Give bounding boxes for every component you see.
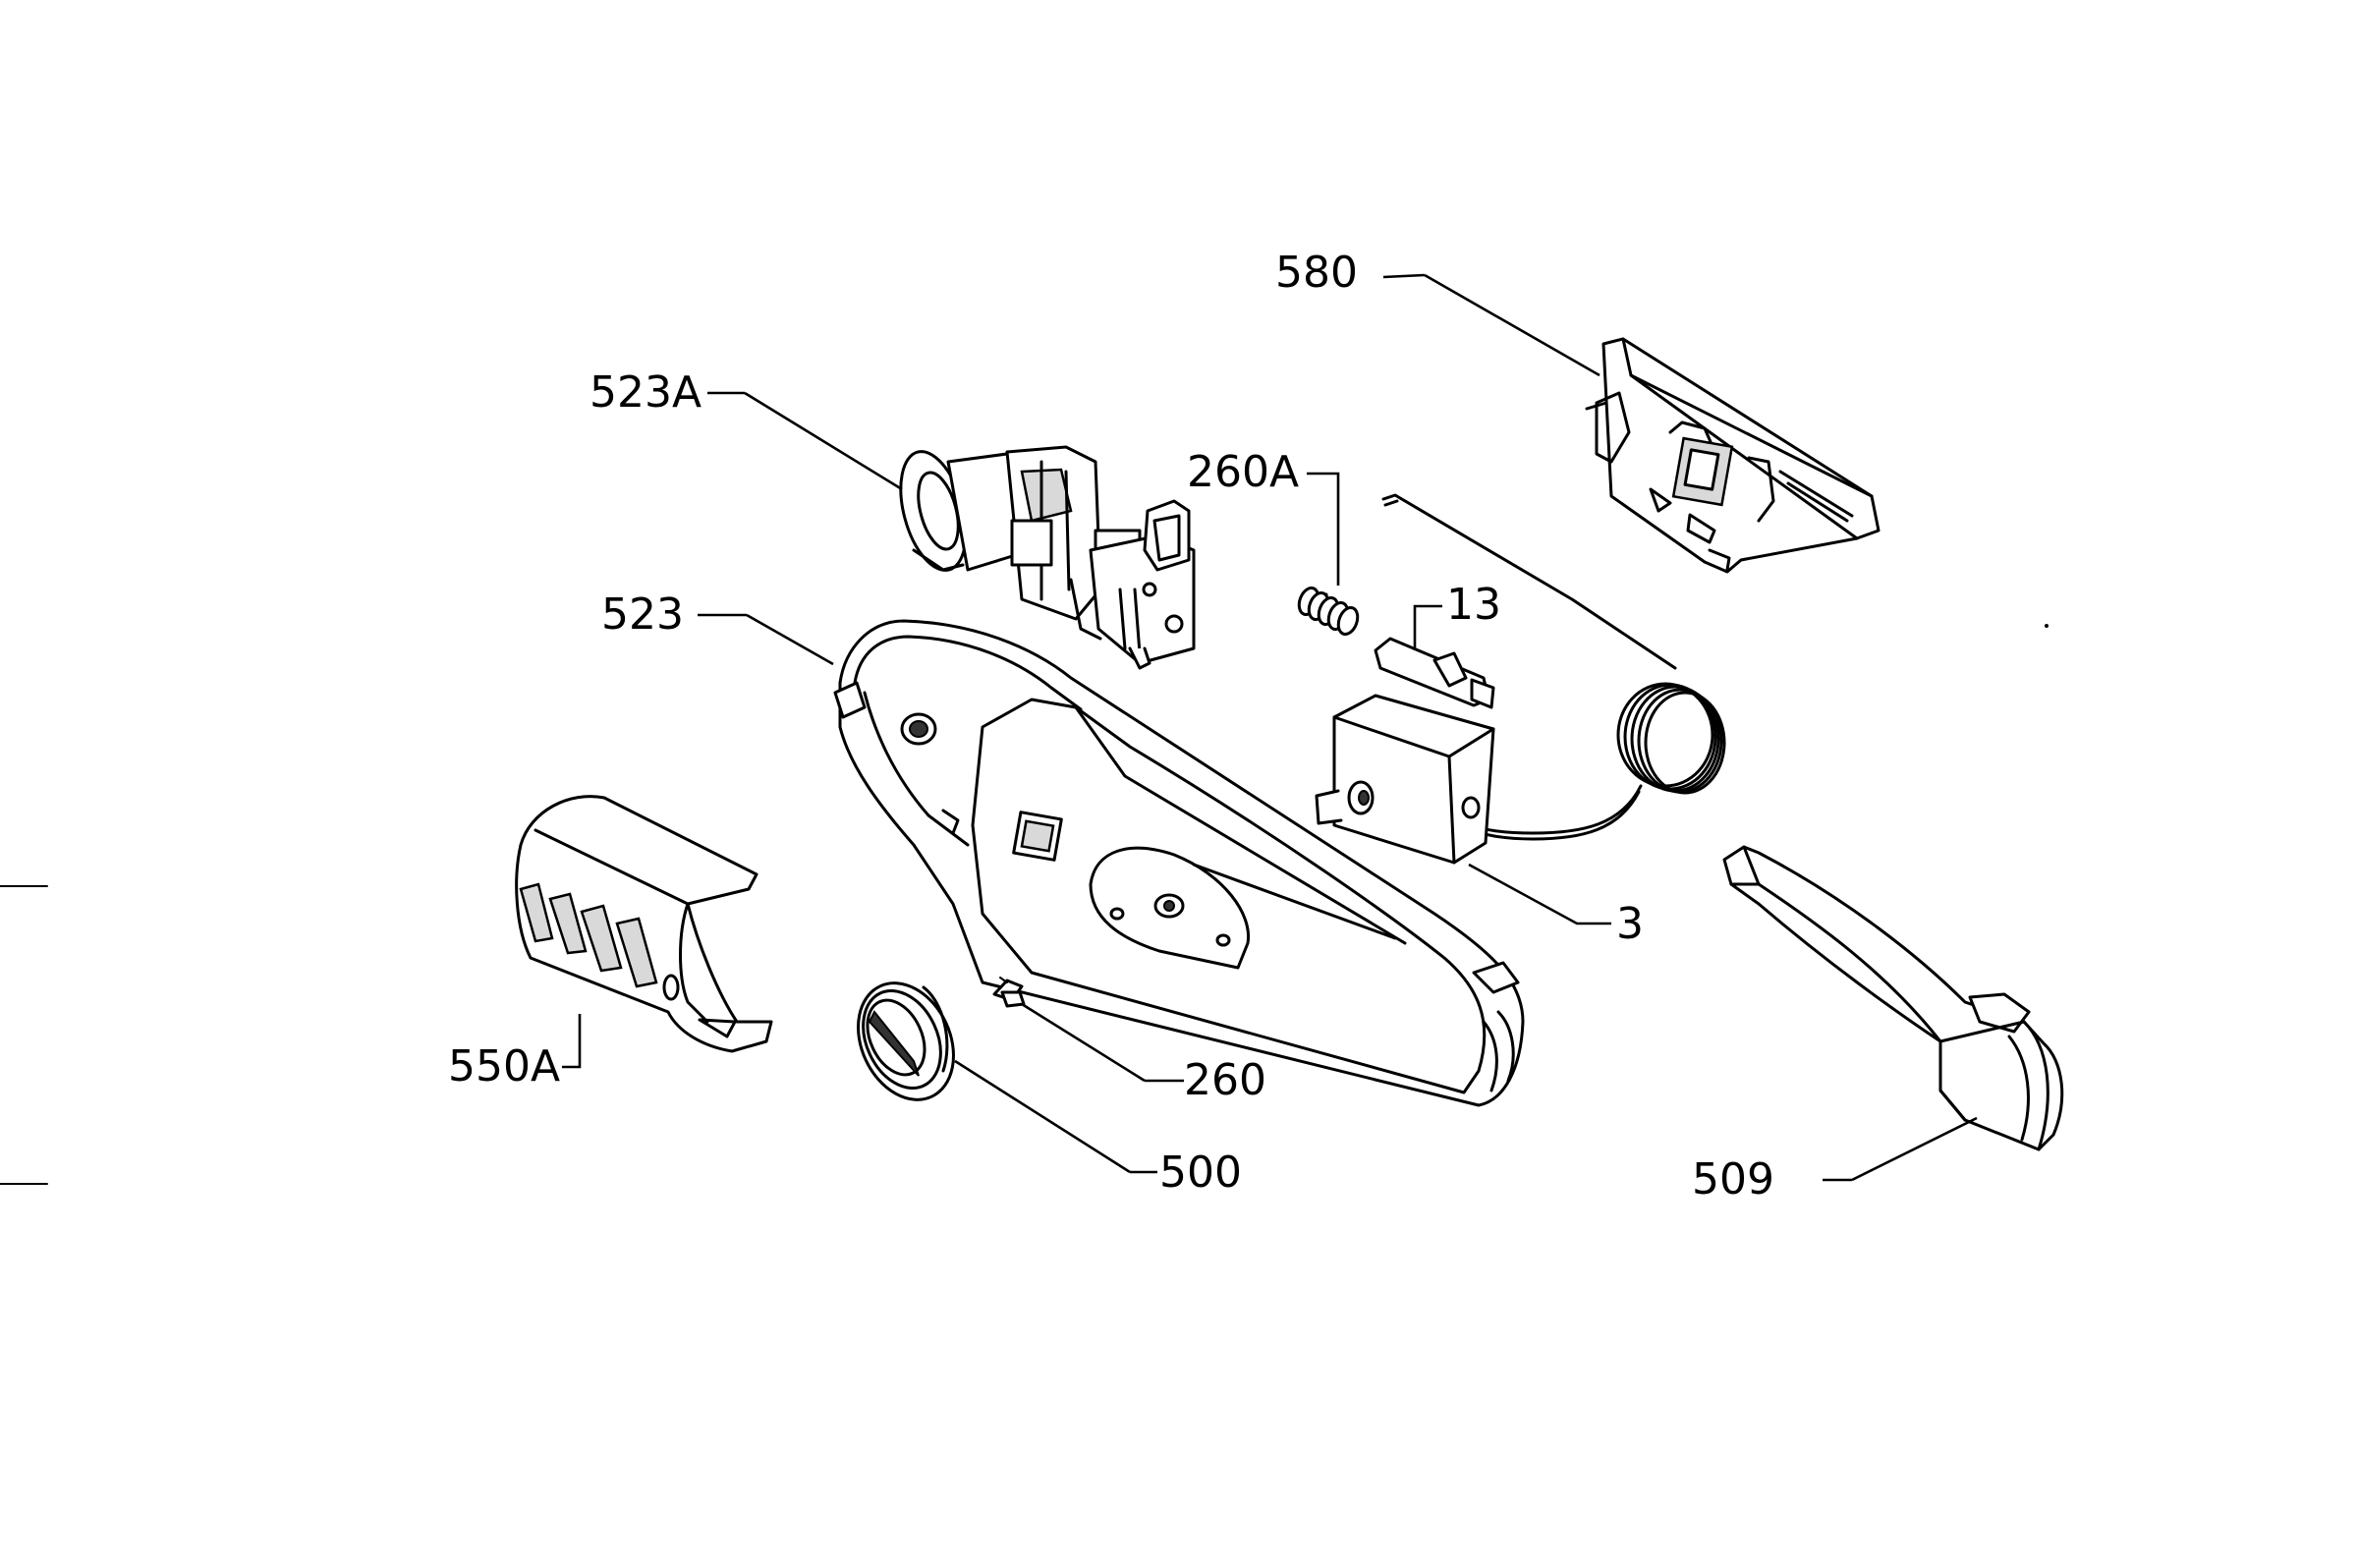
part-580-bracket — [1382, 273, 1881, 574]
part-labels: 580 523A 260A 13 523 3 550A 260 500 509 — [448, 248, 1774, 1204]
capillary-coil — [1616, 682, 1726, 795]
label-509: 509 — [1692, 1154, 1774, 1204]
part-260A-spring — [1297, 472, 1360, 637]
label-523A: 523A — [590, 367, 702, 418]
label-580: 580 — [1275, 248, 1358, 298]
label-13: 13 — [1446, 580, 1501, 630]
part-3-thermostat — [1315, 493, 1726, 925]
part-500-knob — [857, 981, 1157, 1174]
label-260: 260 — [1184, 1055, 1266, 1105]
part-523-control-housing — [698, 613, 1525, 1107]
part-260-clip — [992, 977, 1184, 1083]
part-550A-lamp-cover — [515, 795, 773, 1069]
speck-dot — [2045, 624, 2049, 628]
part-523A-switch-assembly — [707, 391, 1196, 670]
label-3: 3 — [1616, 899, 1644, 949]
label-500: 500 — [1159, 1148, 1242, 1198]
label-550A: 550A — [448, 1041, 560, 1092]
part-509-trim-strip — [1722, 845, 2064, 1182]
part-13-clip — [1374, 604, 1495, 709]
label-260A: 260A — [1187, 447, 1299, 497]
left-margin-ticks — [0, 885, 48, 1185]
label-523: 523 — [601, 589, 684, 640]
